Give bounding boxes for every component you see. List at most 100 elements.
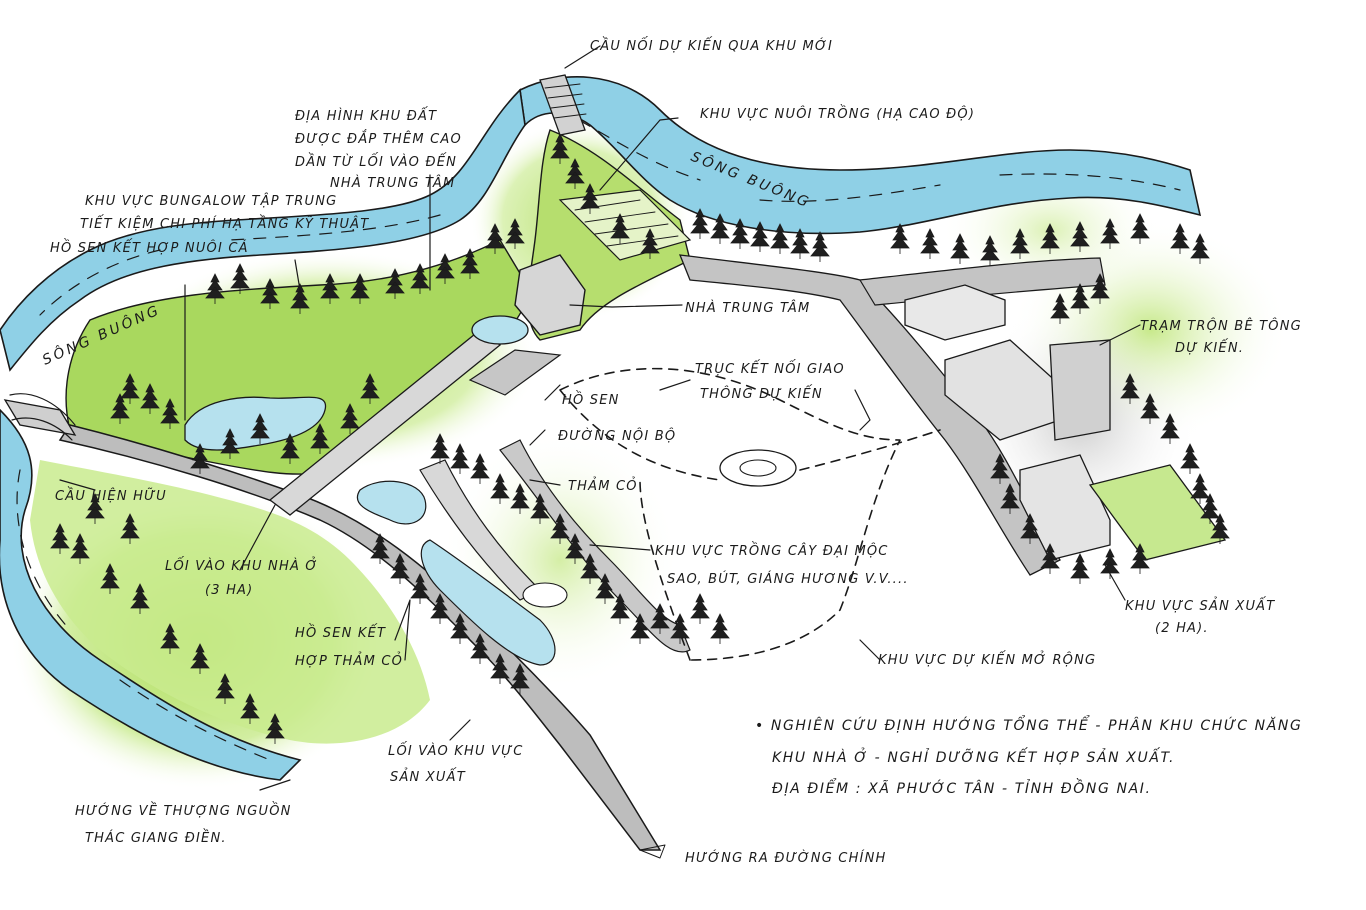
tree-icon xyxy=(390,553,410,584)
tree-icon xyxy=(670,613,690,644)
tree-icon xyxy=(435,253,455,284)
tree-icon xyxy=(460,248,480,279)
tree-icon xyxy=(1070,221,1090,252)
tree-icon xyxy=(1120,373,1140,404)
tree-icon xyxy=(250,413,270,444)
note-line-2: KHU NHÀ Ở - NGHỈ DƯỠNG KẾT HỢP SẢN XUẤT. xyxy=(772,747,1175,766)
tree-icon xyxy=(290,283,310,314)
tree-icon xyxy=(490,653,510,684)
tree-icon xyxy=(450,443,470,474)
tree-icon xyxy=(595,573,615,604)
tree-icon xyxy=(470,453,490,484)
tree-icon xyxy=(470,633,490,664)
tree-icon xyxy=(240,693,260,724)
tree-icon xyxy=(1100,218,1120,249)
tree-icon xyxy=(450,613,470,644)
label-concrete-1: TRẠM TRỘN BÊ TÔNG xyxy=(1140,318,1302,334)
label-terrain-1: ĐỊA HÌNH KHU ĐẤT xyxy=(295,107,437,124)
tree-icon xyxy=(710,213,730,244)
label-expansion: KHU VỰC DỰ KIẾN MỞ RỘNG xyxy=(878,651,1096,668)
tree-icon xyxy=(265,713,285,744)
tree-icon xyxy=(120,513,140,544)
tree-icon xyxy=(580,183,600,214)
tree-icon xyxy=(730,218,750,249)
label-lotus-grass-2: HỢP THẢM CỎ xyxy=(295,652,403,669)
tree-icon xyxy=(1070,553,1090,584)
tree-icon xyxy=(385,268,405,299)
tree-icon xyxy=(1210,513,1230,544)
production-buildings xyxy=(904,284,1227,561)
label-concrete-2: DỰ KIẾN. xyxy=(1175,339,1244,356)
label-lotus-fish: HỒ SEN KẾT HỢP NUÔI CÁ xyxy=(50,239,249,256)
label-axis-2: THÔNG DỰ KIẾN xyxy=(700,385,823,402)
tree-symbols xyxy=(50,133,1230,744)
tree-icon xyxy=(430,433,450,464)
tree-icon xyxy=(410,573,430,604)
label-housing-entry-2: (3 HA) xyxy=(205,583,253,598)
tree-icon xyxy=(360,373,380,404)
label-production-1: KHU VỰC SẢN XUẤT xyxy=(1125,597,1275,614)
tree-icon xyxy=(990,453,1010,484)
tree-icon xyxy=(1130,213,1150,244)
tree-icon xyxy=(1040,223,1060,254)
label-production-2: (2 HA). xyxy=(1155,621,1209,636)
label-bungalow-2: TIẾT KIỆM CHI PHÍ HẠ TẦNG KỸ THUẬT xyxy=(80,215,369,232)
tree-icon xyxy=(1170,223,1190,254)
central-axis xyxy=(268,329,562,601)
note-line-3: ĐỊA ĐIỂM : XÃ PHƯỚC TÂN - TỈNH ĐỒNG NAI. xyxy=(772,778,1152,797)
tree-icon xyxy=(1190,473,1210,504)
leader-lines xyxy=(59,45,1141,791)
tree-icon xyxy=(1140,393,1160,424)
label-upstream-2: THÁC GIANG ĐIỀN. xyxy=(85,829,227,846)
tree-icon xyxy=(410,263,430,294)
tree-icon xyxy=(580,553,600,584)
tree-icon xyxy=(130,583,150,614)
label-lotus-pond: HỒ SEN xyxy=(562,391,620,408)
tree-icon xyxy=(565,158,585,189)
tree-icon xyxy=(230,263,250,294)
tree-icon xyxy=(160,623,180,654)
tree-icon xyxy=(810,231,830,262)
label-production-entry-2: SẢN XUẤT xyxy=(390,768,466,785)
tree-icon xyxy=(1010,228,1030,259)
label-existing-bridge: CẦU HIỆN HỮU xyxy=(55,487,167,504)
label-production-entry-1: LỐI VÀO KHU VỰC xyxy=(388,742,524,759)
planned-traffic-axis xyxy=(559,367,941,661)
planned-bridge xyxy=(539,74,587,136)
label-aquaculture: KHU VỰC NUÔI TRỒNG (HẠ CAO ĐỘ) xyxy=(700,105,975,122)
label-terrain-4: NHÀ TRUNG TÂM xyxy=(330,175,455,191)
tree-icon xyxy=(220,428,240,459)
tree-icon xyxy=(750,221,770,252)
tree-icon xyxy=(205,273,225,304)
tree-icon xyxy=(890,223,910,254)
tree-icon xyxy=(1130,543,1150,574)
tree-icon xyxy=(430,593,450,624)
tree-icon xyxy=(1180,443,1200,474)
tree-icon xyxy=(630,613,650,644)
label-axis-1: TRỤC KẾT NỐI GIAO xyxy=(695,360,845,377)
tree-icon xyxy=(1000,483,1020,514)
tree-icon xyxy=(340,403,360,434)
tree-icon xyxy=(310,423,330,454)
label-grass: THẢM CỎ xyxy=(568,477,638,494)
tree-icon xyxy=(1090,273,1110,304)
tree-icon xyxy=(320,273,340,304)
tree-icon xyxy=(650,603,670,634)
tree-icon xyxy=(610,593,630,624)
tree-icon xyxy=(510,483,530,514)
tree-icon xyxy=(160,398,180,429)
label-housing-entry-1: LỐI VÀO KHU NHÀ Ở xyxy=(165,557,318,574)
tree-icon xyxy=(1190,233,1210,264)
label-lotus-grass-1: HỒ SEN KẾT xyxy=(295,624,386,641)
tree-icon xyxy=(530,493,550,524)
tree-icon xyxy=(110,393,130,424)
tree-icon xyxy=(215,673,235,704)
tree-icon xyxy=(490,473,510,504)
tree-icon xyxy=(980,235,1000,266)
tree-icon xyxy=(790,228,810,259)
tree-icon xyxy=(120,373,140,404)
tree-icon xyxy=(190,643,210,674)
tree-icon xyxy=(510,663,530,694)
